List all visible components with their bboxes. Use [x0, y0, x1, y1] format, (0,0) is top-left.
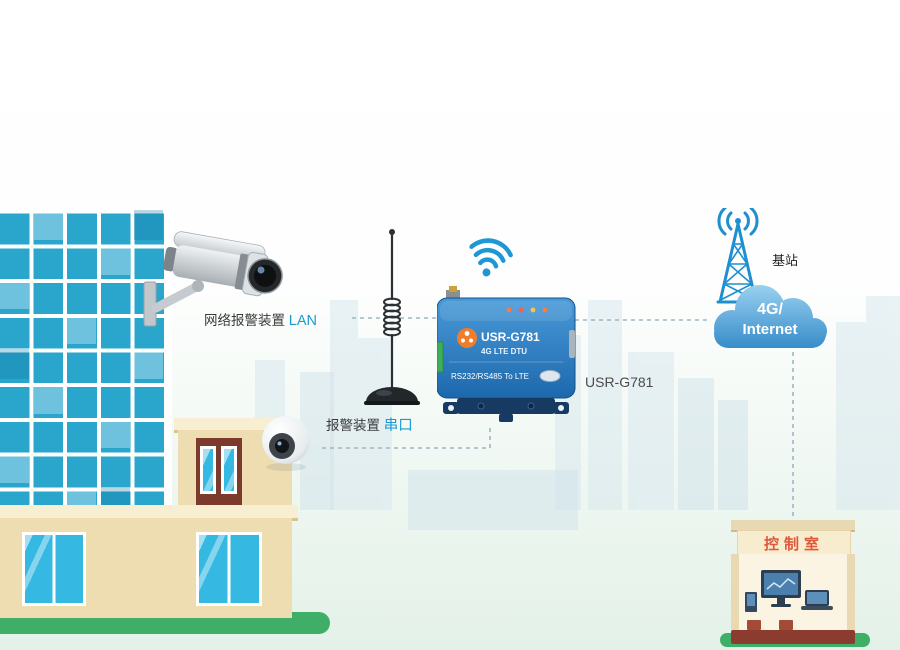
device-ports: RS232/RS485 To LTE: [451, 372, 529, 381]
camera-label-device: 网络报警装置: [204, 313, 285, 328]
connector-serial-to-device: [318, 428, 491, 449]
alarm-label-device: 报警装置: [326, 418, 380, 433]
alarm-label: 报警装置 串口: [326, 414, 413, 435]
device-callout: USR-G781: [585, 374, 654, 390]
device-type: 4G LTE DTU: [481, 347, 527, 356]
bullet-camera: [143, 231, 283, 327]
lte-antenna: [364, 229, 420, 405]
camera-label-iface: LAN: [288, 313, 317, 329]
internet-cloud: 4G/ Internet: [714, 285, 827, 348]
base-station-tower: [716, 208, 760, 304]
dtu-device: USR-G781 4G LTE DTU RS232/RS485 To LTE: [437, 286, 576, 422]
brand-logo: [457, 328, 477, 348]
cloud-text-line1: 4G/: [757, 301, 783, 318]
control-room-pillar-right: [847, 554, 855, 630]
annex-window-right: [196, 532, 262, 606]
control-room-monitors: [745, 570, 833, 612]
annex-window-small-left: [200, 446, 216, 494]
control-room-pillar-left: [731, 554, 739, 630]
control-room-step-1: [747, 620, 761, 630]
office-building: [0, 206, 172, 522]
serial-port-icon: [539, 370, 561, 382]
mounting-bracket: [443, 398, 569, 422]
control-room-step-2: [779, 620, 793, 630]
lens-glint: [277, 441, 282, 446]
lens-glint: [257, 266, 265, 274]
base-station-label: 基站: [772, 253, 799, 268]
annex-window-left: [22, 532, 86, 606]
device-model: USR-G781: [481, 330, 540, 344]
control-room-label: 控制室: [763, 535, 824, 553]
cloud-text-line2: Internet: [742, 321, 797, 338]
camera-head: [163, 231, 283, 297]
dome-camera: [262, 416, 310, 471]
annex-window-small-right: [221, 446, 237, 494]
terminal-block: [437, 341, 444, 373]
camera-label: 网络报警装置 LAN: [204, 309, 317, 329]
sma-connector: [446, 290, 460, 298]
db9-connector: [569, 330, 575, 358]
alarm-label-iface: 串口: [383, 418, 413, 434]
status-leds: [506, 307, 548, 313]
control-room-base: [731, 630, 855, 644]
control-room-sign: 控制室: [737, 530, 851, 556]
wifi-signal-icon: [469, 238, 513, 277]
antenna-coil: [383, 297, 401, 337]
